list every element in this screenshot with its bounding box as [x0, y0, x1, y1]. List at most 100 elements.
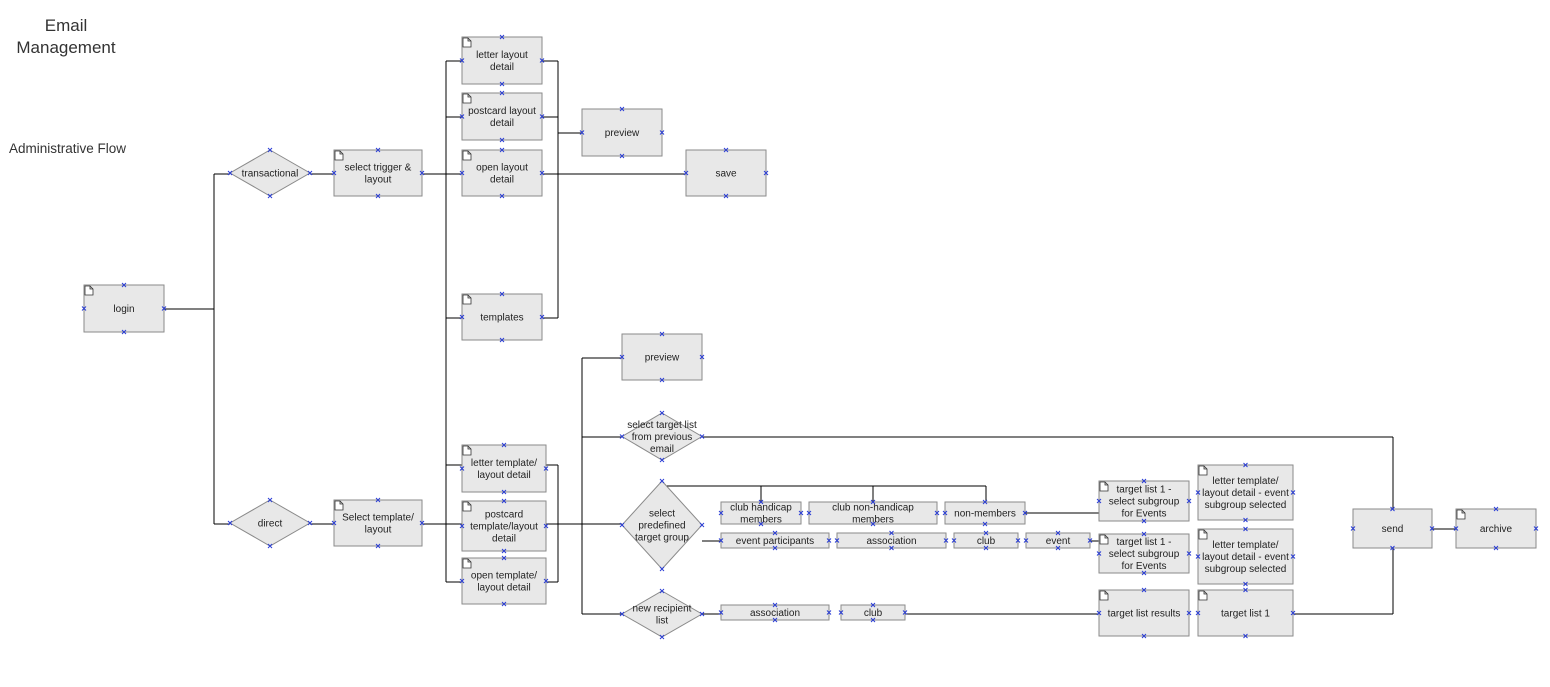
node-send[interactable]: send	[1350, 506, 1435, 551]
anchor-point-marker	[718, 538, 724, 543]
node-association-2[interactable]: association	[718, 602, 832, 623]
node-label-line: club non-handicap	[832, 503, 914, 514]
anchor-point-marker	[1186, 551, 1192, 556]
anchor-point-marker	[1290, 610, 1296, 616]
anchor-point-marker	[619, 106, 625, 112]
anchor-point-marker	[579, 130, 585, 135]
anchor-point-marker	[1493, 506, 1499, 512]
node-letter-template[interactable]: letter template/layout detail	[459, 442, 549, 495]
node-label-line: letter layout	[476, 50, 528, 61]
process-box	[461, 293, 543, 341]
anchor-point-marker	[307, 170, 313, 176]
anchor-point-marker	[1243, 581, 1248, 587]
node-label-line: subgroup selected	[1205, 500, 1287, 511]
node-login[interactable]: login	[81, 282, 167, 335]
anchor-point-marker	[543, 578, 549, 584]
anchor-point-marker	[934, 510, 940, 516]
anchor-point-marker	[1023, 538, 1029, 543]
anchor-point-marker	[1243, 633, 1248, 639]
node-event[interactable]: event	[1023, 530, 1093, 551]
node-label-line: from previous	[632, 432, 693, 443]
node-target-list-results[interactable]: target list results	[1096, 587, 1192, 639]
node-label-line: Select template/	[342, 513, 414, 524]
anchor-point-marker	[501, 548, 507, 554]
node-label: non-members	[954, 509, 1016, 520]
node-label: club	[977, 536, 996, 547]
anchor-point-marker	[870, 602, 876, 608]
anchor-point-marker	[81, 306, 87, 311]
node-label-line: non-members	[954, 509, 1016, 520]
anchor-point-marker	[1243, 587, 1248, 593]
node-open-template[interactable]: open template/layout detail	[459, 555, 549, 607]
anchor-point-marker	[539, 114, 545, 119]
anchor-point-marker	[501, 489, 507, 495]
anchor-point-marker	[1015, 538, 1021, 543]
anchor-point-marker	[459, 466, 465, 471]
nodes: login transactional direct select trigger &…	[81, 34, 1539, 640]
node-label-line: preview	[645, 353, 680, 364]
node-non-members[interactable]: non-members	[942, 499, 1028, 527]
anchor-point-marker	[699, 611, 705, 617]
anchor-point-marker	[501, 601, 507, 607]
anchor-point-marker	[718, 610, 724, 615]
anchor-point-marker	[943, 538, 949, 543]
node-preview-1[interactable]: preview	[579, 106, 665, 159]
node-transactional[interactable]: transactional	[227, 147, 313, 199]
node-event-participants[interactable]: event participants	[718, 530, 832, 551]
node-label-line: layout detail	[477, 470, 530, 481]
node-label: target list results	[1108, 609, 1181, 620]
node-target-list-1[interactable]: target list 1	[1195, 587, 1296, 639]
node-club-1[interactable]: club	[951, 530, 1021, 551]
anchor-point-marker	[772, 617, 778, 623]
process-box	[1352, 508, 1433, 549]
anchor-point-marker	[806, 510, 812, 516]
node-label-line: club handicap	[730, 503, 792, 514]
anchor-point-marker	[1141, 518, 1147, 524]
document-icon	[1198, 465, 1208, 476]
anchor-point-marker	[375, 193, 381, 199]
node-preview-2[interactable]: preview	[619, 331, 705, 383]
anchor-point-marker	[619, 522, 625, 528]
document-icon	[1456, 509, 1466, 520]
anchor-point-marker	[659, 331, 665, 337]
node-club-2[interactable]: club	[838, 602, 908, 623]
document-icon	[462, 37, 472, 48]
anchor-point-marker	[723, 147, 729, 153]
process-box	[1098, 533, 1190, 574]
anchor-point-marker	[659, 457, 665, 463]
node-label: select trigger &layout	[345, 163, 412, 186]
node-direct[interactable]: direct	[227, 497, 313, 549]
anchor-point-marker	[772, 530, 778, 536]
node-templates[interactable]: templates	[459, 291, 545, 343]
node-archive[interactable]: archive	[1453, 506, 1539, 551]
anchor-point-marker	[1453, 526, 1459, 531]
node-label-line: for Events	[1121, 561, 1166, 572]
node-label-line: postcard	[485, 510, 523, 521]
anchor-point-marker	[499, 337, 505, 343]
node-association-1[interactable]: association	[834, 530, 949, 551]
anchor-point-marker	[121, 329, 127, 335]
anchor-point-marker	[499, 81, 505, 87]
node-label-line: email	[650, 444, 674, 455]
node-select-trigger[interactable]: select trigger &layout	[331, 147, 425, 199]
node-save[interactable]: save	[683, 147, 769, 199]
anchor-point-marker	[331, 520, 337, 526]
node-select-template[interactable]: Select template/layout	[331, 497, 425, 549]
anchor-point-marker	[1390, 545, 1395, 551]
